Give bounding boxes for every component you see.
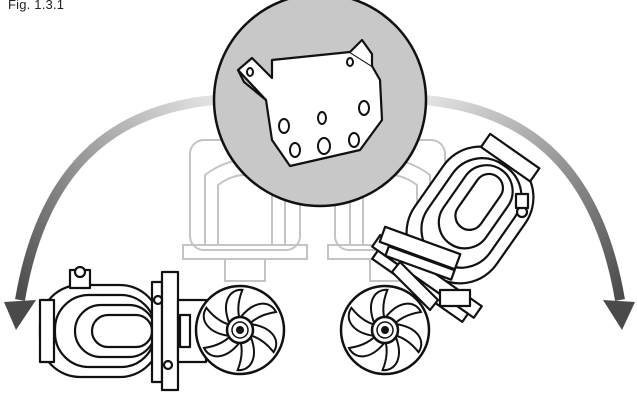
mounting-bracket-icon bbox=[236, 38, 384, 168]
left-thruster bbox=[38, 265, 208, 392]
bracket-detail-inset bbox=[212, 0, 428, 208]
rotate-right-arrow-icon bbox=[424, 95, 625, 301]
right-thruster bbox=[371, 132, 541, 324]
left-propeller-icon bbox=[194, 284, 286, 376]
rotate-left-arrow-icon bbox=[15, 95, 215, 301]
right-arrowhead-icon bbox=[603, 300, 635, 330]
figure-caption: Fig. 1.3.1 bbox=[8, 0, 65, 12]
right-propeller-icon bbox=[339, 284, 431, 376]
left-arrowhead-icon bbox=[4, 300, 36, 330]
